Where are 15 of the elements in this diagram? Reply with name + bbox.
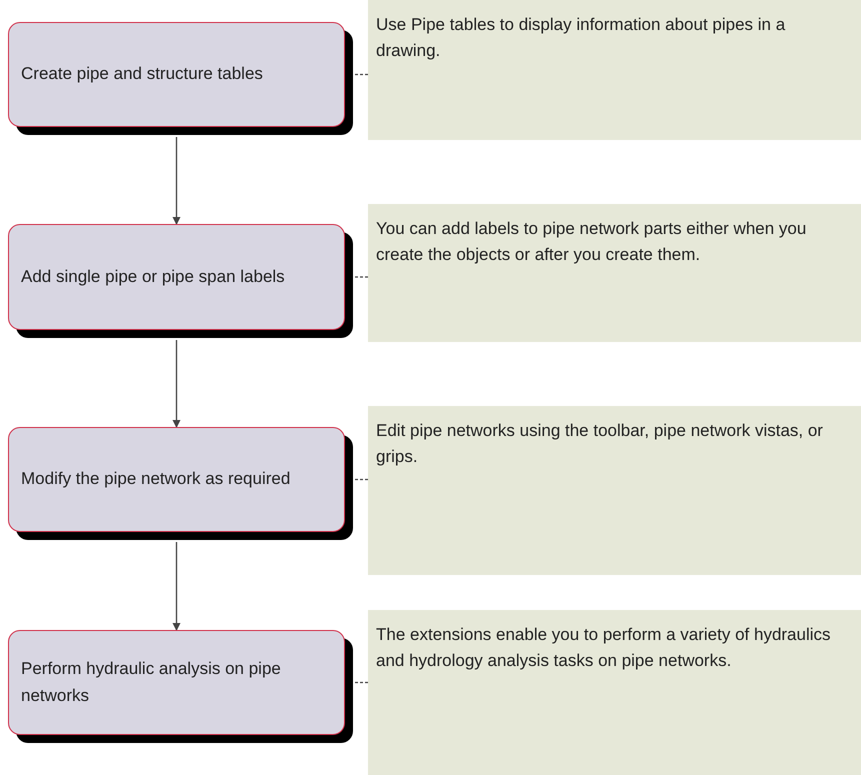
arrow [172,542,180,631]
description-panel [368,406,861,575]
description-text: You can add labels to pipe network parts either when you create the objects or after you create them. [376,218,808,266]
step-label: Create pipe and structure tables [21,63,263,86]
step-label: Perform hydraulic analysis on pipe networks [21,658,282,706]
description-text: Use Pipe tables to display information about pipes in a drawing. [376,14,786,62]
arrow [172,137,180,225]
description-panel [368,610,861,775]
description-panel [368,204,861,342]
description-text: Edit pipe networks using the toolbar, pipe network vistas, or grips. [376,420,824,468]
step-label: Modify the pipe network as required [21,468,290,490]
description-panel [368,0,861,140]
arrow [172,340,180,428]
step-label: Add single pipe or pipe span labels [21,266,285,288]
description-text: The extensions enable you to perform a variety of hydraulics and hydrology analysis tasks on pipe networks. [376,624,832,672]
